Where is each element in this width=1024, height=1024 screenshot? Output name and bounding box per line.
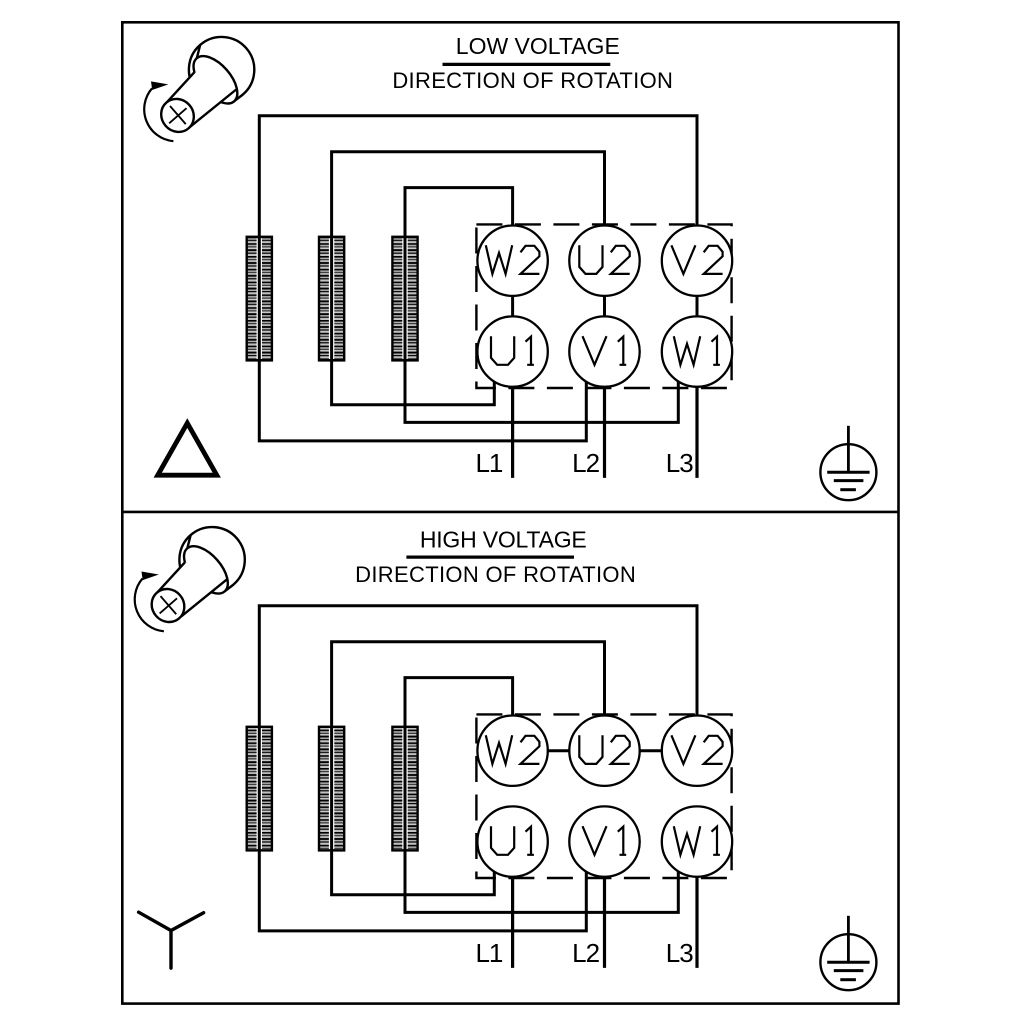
svg-text:LOW VOLTAGE: LOW VOLTAGE [456,33,620,59]
svg-text:L3: L3 [666,938,693,968]
svg-text:L3: L3 [666,448,693,478]
svg-text:L1: L1 [475,448,502,478]
svg-text:L2: L2 [572,938,599,968]
svg-text:L2: L2 [572,448,599,478]
svg-text:L1: L1 [475,938,502,968]
svg-text:HIGH VOLTAGE: HIGH VOLTAGE [420,527,587,553]
svg-text:DIRECTION OF ROTATION: DIRECTION OF ROTATION [392,68,673,93]
svg-text:DIRECTION OF ROTATION: DIRECTION OF ROTATION [355,562,636,587]
